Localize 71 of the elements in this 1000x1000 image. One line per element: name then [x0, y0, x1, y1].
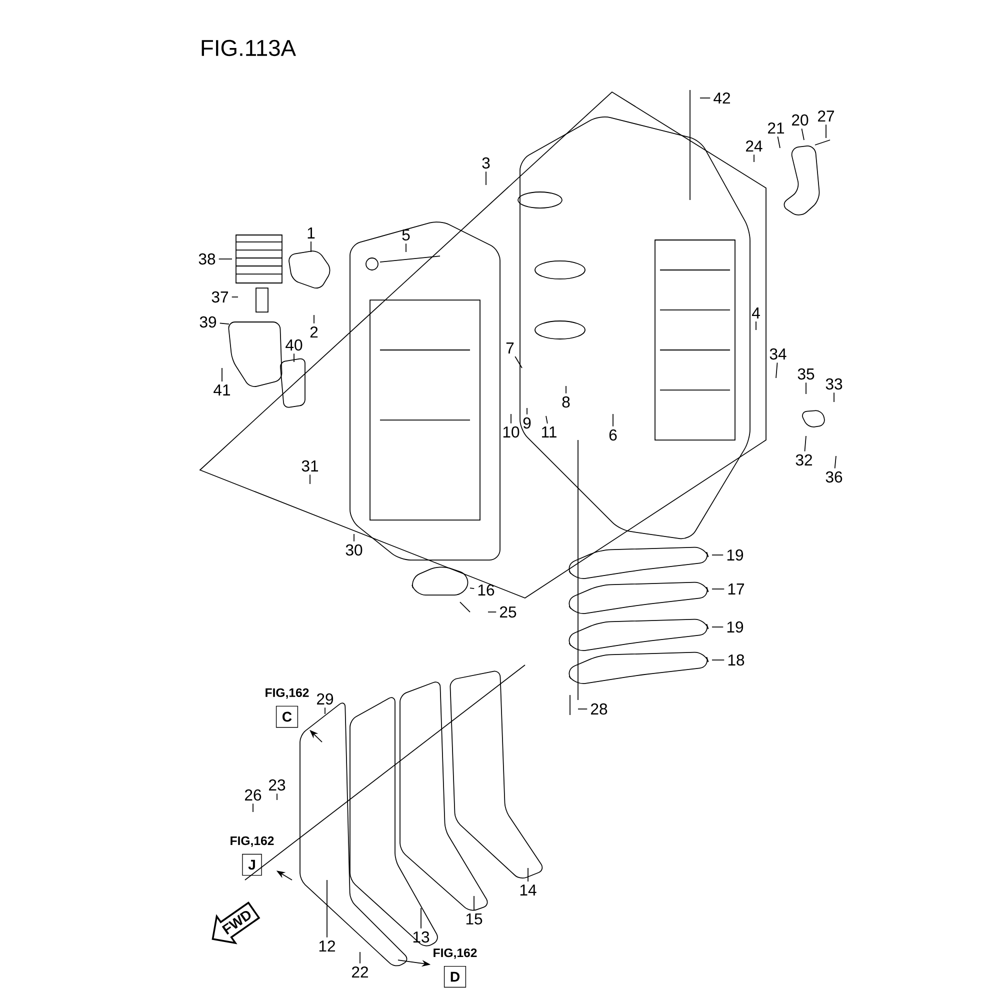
callout-number: 5 [402, 229, 410, 241]
leader-line [612, 414, 614, 427]
callout-number: 12 [319, 940, 335, 952]
callout-number: 19 [727, 621, 744, 633]
callout-number: 42 [714, 92, 730, 104]
leader-line [470, 588, 475, 589]
callout-number: 20 [792, 114, 808, 126]
callout-number: 29 [317, 693, 334, 705]
callout-number: 21 [768, 122, 784, 134]
callout-number: 23 [269, 779, 286, 791]
callout-number: 8 [562, 396, 570, 408]
callout-number: 41 [214, 384, 230, 396]
leader-line [526, 408, 528, 415]
leader-line [834, 456, 836, 469]
callout-number: 32 [796, 454, 812, 466]
figure-reference: FIG,162 D [434, 948, 477, 988]
callout-number: 7 [506, 342, 514, 354]
callout-number: 33 [826, 378, 842, 390]
callout-number: 10 [503, 426, 520, 438]
callout-number: 22 [352, 966, 368, 978]
leader-line [326, 880, 328, 938]
callout-number: 30 [346, 544, 362, 556]
figure-reference: FIG,162 C [266, 688, 309, 728]
figure-title: FIG.113A [202, 40, 296, 56]
leader-line [252, 803, 254, 812]
callout-number: 18 [728, 654, 744, 666]
leader-line [276, 793, 278, 800]
callout-number: 34 [770, 348, 786, 360]
leader-line [218, 258, 232, 260]
callout-number: 24 [746, 140, 762, 152]
leader-line [310, 241, 312, 252]
leader-line [420, 908, 422, 929]
callout-number: 40 [286, 339, 302, 351]
figure-reference: FIG,162 J [230, 836, 274, 876]
callout-number: 15 [466, 914, 482, 925]
leader-line [776, 362, 778, 378]
leader-line [324, 707, 326, 714]
callout-number: 28 [591, 703, 608, 715]
leader-line [712, 626, 724, 628]
leader-line [219, 322, 230, 324]
callout-number: 13 [413, 931, 430, 943]
leader-line [712, 588, 725, 590]
callout-number: 36 [826, 471, 842, 483]
callout-number: 2 [310, 326, 318, 338]
leader-line [510, 414, 512, 424]
leader-line [514, 356, 522, 368]
callout-number: 27 [818, 110, 834, 122]
callout-number: 38 [198, 253, 216, 265]
callout-number: 26 [245, 789, 262, 801]
callout-number: 31 [302, 460, 318, 472]
callout-number: 17 [728, 584, 744, 594]
callout-number: 6 [609, 429, 617, 441]
callout-number: 25 [500, 606, 516, 618]
callout-number: 14 [520, 884, 536, 896]
leader-line [578, 708, 588, 710]
leader-line [712, 554, 724, 556]
callout-number: 4 [752, 308, 760, 318]
callout-number: 11 [542, 426, 556, 438]
callout-number: 9 [523, 417, 531, 429]
callout-number: 16 [478, 584, 494, 596]
callout-number: 3 [482, 157, 490, 169]
callout-number: 1 [308, 228, 315, 238]
callout-number: 19 [727, 549, 744, 561]
callout-number: 39 [200, 316, 216, 328]
leader-line [801, 128, 804, 140]
leader-line [546, 416, 548, 424]
leader-line [777, 136, 780, 148]
leader-line [231, 296, 238, 298]
callout-number: 37 [212, 291, 228, 303]
leader-line [804, 436, 806, 452]
callout-number: 35 [798, 368, 814, 380]
